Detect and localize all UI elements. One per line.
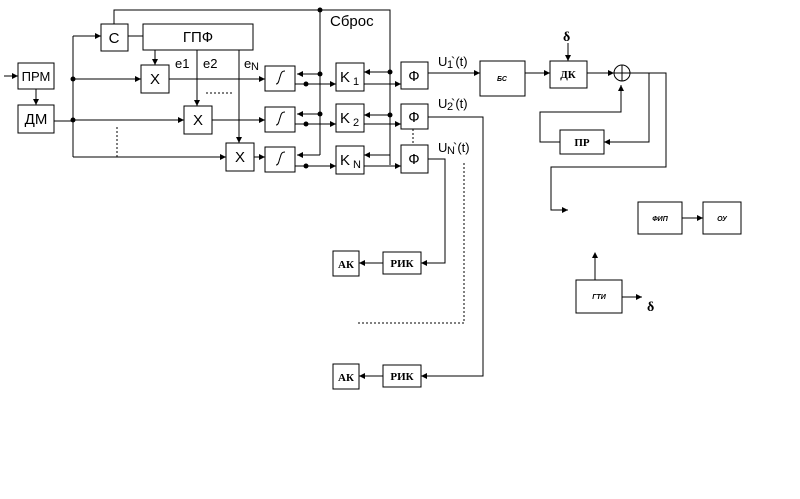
phi-block-2: Ф: [400, 103, 429, 130]
reset-label: Сброс: [330, 13, 374, 30]
delta-label-gti: δ: [647, 300, 654, 315]
un-tail: `(t): [453, 140, 470, 155]
delta-label-top: δ: [563, 30, 570, 45]
ak-2-label: АК: [338, 372, 354, 384]
dk-block: ДК: [549, 60, 588, 89]
ak-block-1: АК: [332, 250, 360, 277]
u2-label: U: [438, 96, 447, 111]
multiplier-1: Х: [140, 64, 170, 94]
prm-label: ПРМ: [22, 69, 51, 84]
multiplier-1-label: Х: [150, 71, 160, 88]
u1-tail: `(t): [451, 54, 468, 69]
gti-label: ГТИ: [592, 294, 607, 301]
gti-block: ГТИ: [575, 279, 623, 314]
un-label: U: [438, 140, 447, 155]
bs-label: БС: [497, 76, 508, 83]
rik-1-label: РИК: [390, 258, 413, 270]
phi-n-label: Ф: [408, 151, 419, 168]
kn-label: K: [340, 152, 350, 169]
un-subscript: N: [447, 145, 455, 157]
pr-label: ПР: [574, 137, 590, 149]
fip-block: ФИП: [637, 201, 683, 235]
k1-subscript: 1: [353, 76, 359, 88]
u2-tail: `(t): [451, 96, 468, 111]
en-label: e: [244, 56, 251, 71]
u1-label: U: [438, 54, 447, 69]
k2-subscript: 2: [353, 117, 359, 129]
dashed-lines: [116, 92, 465, 324]
arrowheads: [12, 33, 703, 379]
e1-label: e1: [175, 56, 189, 71]
kn-block: K N: [335, 145, 365, 175]
c-block: С: [100, 23, 129, 52]
multiplier-n: Х: [225, 142, 255, 172]
integrator-n: [264, 146, 296, 173]
phi-2-label: Ф: [408, 109, 419, 126]
integrator-1: [264, 65, 296, 92]
integral-icon: [275, 111, 286, 126]
gpf-block: ГПФ: [142, 23, 254, 51]
fip-label: ФИП: [652, 216, 669, 223]
gpf-label: ГПФ: [183, 29, 213, 46]
k1-label: K: [340, 69, 350, 86]
kn-subscript: N: [353, 159, 361, 171]
multiplier-2: Х: [183, 105, 213, 135]
phi-block-1: Ф: [400, 61, 429, 90]
ak-1-label: АК: [338, 259, 354, 271]
rik-2-label: РИК: [390, 371, 413, 383]
junction-dots: [70, 7, 393, 169]
k2-block: K 2: [335, 103, 365, 133]
summer: [613, 64, 631, 82]
rik-block-2: РИК: [382, 364, 422, 388]
e2-label: e2: [203, 56, 217, 71]
ak-block-2: АК: [332, 363, 360, 390]
integral-icon: [275, 70, 286, 85]
prm-block: ПРМ: [17, 62, 55, 90]
phi-block-n: Ф: [400, 144, 429, 174]
k2-label: K: [340, 110, 350, 127]
integral-icon: [275, 151, 286, 166]
k1-block: K 1: [335, 62, 365, 92]
u2-subscript: 2: [447, 101, 453, 113]
ou-block: ОУ: [702, 201, 742, 235]
dm-block: ДМ: [17, 104, 55, 134]
bs-block: БС: [479, 60, 526, 97]
ou-label: ОУ: [717, 216, 728, 223]
pr-block: ПР: [559, 129, 605, 155]
multiplier-n-label: Х: [235, 149, 245, 166]
u1-subscript: 1: [447, 59, 453, 71]
rik-block-1: РИК: [382, 251, 422, 275]
dm-label: ДМ: [25, 111, 48, 128]
integrator-2: [264, 106, 296, 133]
dk-label: ДК: [560, 69, 576, 81]
multiplier-2-label: Х: [193, 112, 203, 129]
c-label: С: [109, 30, 120, 47]
en-subscript: N: [251, 61, 259, 73]
phi-1-label: Ф: [408, 68, 419, 85]
